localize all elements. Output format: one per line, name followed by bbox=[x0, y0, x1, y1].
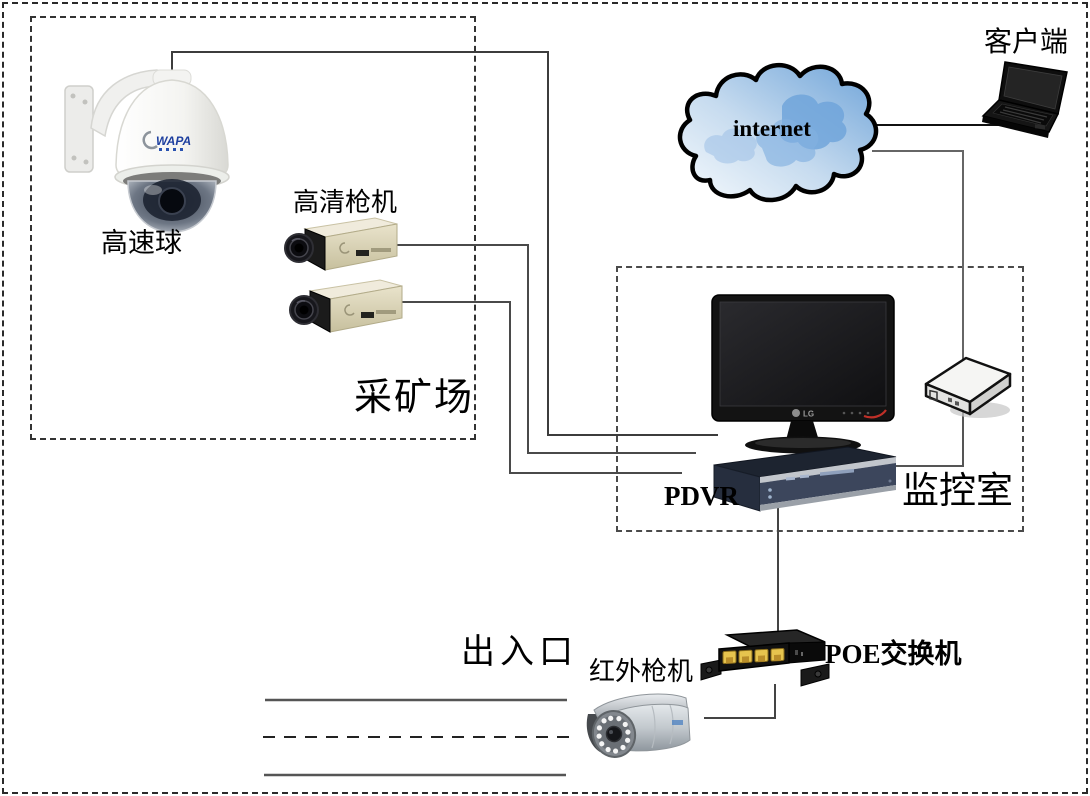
internet-cloud-icon bbox=[677, 62, 879, 203]
pdvr-label: PDVR bbox=[664, 481, 739, 511]
box-camera-lens bbox=[284, 233, 314, 263]
ircam-front bbox=[591, 710, 637, 758]
hd-box-camera-1-icon bbox=[284, 217, 398, 271]
entrance-label: 出入口 bbox=[461, 634, 578, 671]
speed-dome-label: 高速球 bbox=[101, 228, 182, 258]
hd-box-camera-label: 高清枪机 bbox=[293, 188, 398, 217]
ir-bullet-camera-icon bbox=[586, 693, 691, 758]
poe-switch-label: POE交换机 bbox=[825, 639, 962, 669]
ir-led-ring bbox=[596, 715, 631, 754]
pdvr-front-panel bbox=[760, 463, 896, 505]
monitor-icon: LG bbox=[711, 294, 895, 454]
poe-switch-icon bbox=[700, 629, 830, 687]
box-camera-lens bbox=[289, 295, 319, 325]
lg-logo-text: LG bbox=[803, 410, 814, 419]
laptop-screen bbox=[1003, 66, 1063, 110]
dome-lens bbox=[158, 187, 186, 215]
line-boxcam1-to-pdvr bbox=[397, 244, 696, 454]
internet-label: internet bbox=[733, 116, 811, 141]
wapa-logo: WAPA bbox=[142, 130, 191, 151]
line-converter-to-pdvr bbox=[894, 408, 964, 467]
line-boxcam2-to-pdvr bbox=[402, 301, 682, 474]
hd-box-camera-2-icon bbox=[289, 279, 403, 333]
monitor-red-accent bbox=[863, 409, 887, 419]
client-label: 客户端 bbox=[984, 27, 1069, 58]
media-converter-icon bbox=[924, 356, 1012, 418]
ir-camera-label: 红外枪机 bbox=[589, 657, 694, 686]
ethernet-ports bbox=[722, 648, 785, 665]
monitoring-room-label: 监控室 bbox=[902, 471, 1013, 512]
entrance-road-lines bbox=[263, 698, 570, 777]
converter-port bbox=[929, 389, 938, 402]
monitoring-room-zone bbox=[616, 266, 1024, 532]
wapa-logo-text: WAPA bbox=[156, 134, 191, 148]
monitor-screen bbox=[719, 301, 887, 407]
lg-logo: LG bbox=[792, 409, 814, 419]
monitor-buttons bbox=[842, 411, 870, 415]
mining-site-label: 采矿场 bbox=[354, 377, 475, 419]
speed-dome-camera-icon: WAPA bbox=[64, 69, 230, 233]
pdvr-icon bbox=[713, 446, 897, 512]
line-switch-to-ircam bbox=[704, 684, 776, 719]
dome-body bbox=[114, 69, 230, 233]
mining-site-zone bbox=[30, 16, 476, 440]
dome-mount-arm bbox=[64, 69, 160, 173]
line-dome-to-monitor bbox=[171, 51, 718, 436]
client-laptop-icon bbox=[981, 61, 1068, 138]
line-cloud-to-converter bbox=[872, 150, 964, 360]
